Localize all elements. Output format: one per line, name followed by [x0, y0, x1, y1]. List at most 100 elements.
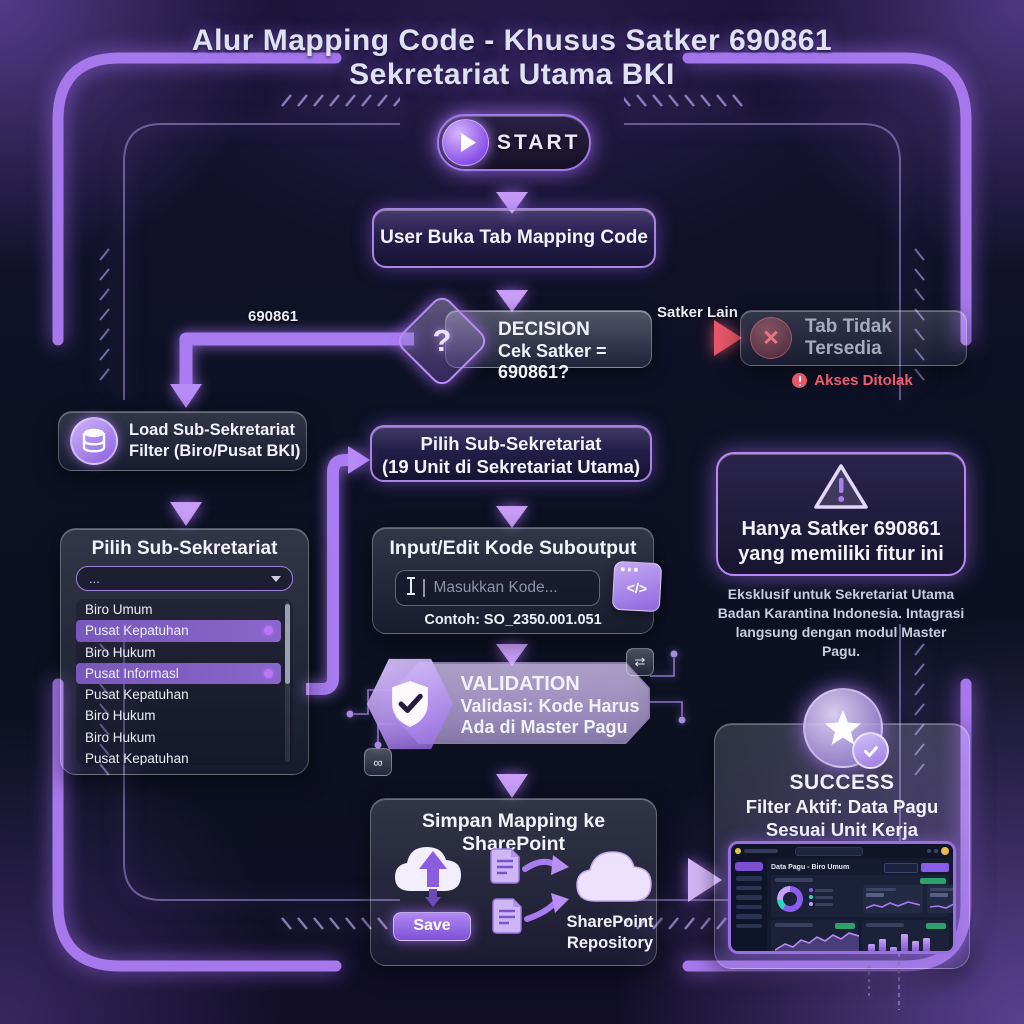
- exclusive-line2: yang memiliki fitur ini: [738, 543, 944, 565]
- shuffle-glyph: ⇄: [634, 654, 646, 669]
- choose-unit-line1: Pilih Sub-Sekretariat: [420, 433, 602, 454]
- question-mark-icon: ?: [432, 323, 452, 358]
- load-filter-line1: Load Sub-Sekretariat: [129, 421, 295, 439]
- mini-bar: [868, 944, 875, 951]
- code-icon-badge: </>: [611, 560, 663, 613]
- option-pusat-kepatuhan-2[interactable]: Pusat Kepatuhan: [85, 687, 189, 703]
- access-denied-label: Akses Ditolak: [814, 372, 913, 389]
- repo-line1: SharePoint: [566, 913, 654, 931]
- repo-line2: Repository: [566, 934, 654, 952]
- success-line1: Filter Aktif: Data Pagu: [745, 796, 939, 817]
- code-example: Contoh: SO_2350.001.051: [424, 612, 602, 628]
- infinity-glyph: ∞: [373, 754, 383, 770]
- node-tab-unavailable: ✕ Tab Tidak Tersedia: [740, 310, 967, 366]
- save-button-label: Save: [413, 917, 451, 934]
- save-heading: Simpan Mapping ke SharePoint: [421, 810, 606, 855]
- avatar: [941, 847, 949, 855]
- node-decision: DECISION Cek Satker = 690861?: [445, 310, 652, 382]
- connector-branch-satker-lain: [656, 320, 742, 356]
- success-line2: Sesuai Unit Kerja: [765, 819, 919, 840]
- mini-donut-legend: [809, 888, 833, 909]
- mini-bar-chart: [868, 932, 945, 951]
- connector-start-to-open-tab: [496, 170, 528, 214]
- play-icon: [442, 119, 489, 166]
- sharepoint-cloud-icon: [576, 851, 652, 902]
- node-load-filter: Load Sub-Sekretariat Filter (Biro/Pusat …: [58, 411, 307, 471]
- star-badge: [803, 688, 889, 769]
- access-denied-status: Akses Ditolak: [740, 372, 965, 389]
- code-input-field[interactable]: [395, 570, 600, 606]
- mini-dashboard-title: Data Pagu - Biro Umum: [771, 864, 850, 871]
- option-biro-hukum[interactable]: Biro Hukum: [85, 644, 156, 660]
- node-choose-unit: Pilih Sub-Sekretariat (19 Unit di Sekret…: [370, 425, 652, 482]
- mini-dashboard-sidebar: [731, 858, 767, 951]
- tab-unavailable-label: Tab Tidak Tersedia: [805, 316, 892, 359]
- mini-filter-button: [884, 862, 918, 873]
- success-card: SUCCESS Filter Aktif: Data Pagu Sesuai U…: [714, 688, 970, 969]
- input-code-heading: Input/Edit Kode Suboutput: [389, 537, 637, 559]
- choose-unit-line2: (19 Unit di Sekretariat Utama): [381, 456, 641, 477]
- decision-question: Cek Satker = 690861?: [498, 341, 607, 382]
- mini-stat-card-2: [927, 885, 953, 913]
- connector-input-to-validation: [496, 634, 528, 666]
- mini-bar: [901, 933, 908, 951]
- mini-stat-card-1: [863, 885, 923, 913]
- option-pusat-informasi[interactable]: Pusat Informasl: [76, 662, 281, 685]
- mini-dashboard-main: Data Pagu - Biro Umum: [767, 858, 953, 951]
- page-title-line2: Sekretariat Utama BKI: [349, 58, 675, 91]
- close-x-icon: ✕: [750, 317, 792, 359]
- node-open-tab: User Buka Tab Mapping Code: [372, 208, 656, 268]
- exclusive-feature-card: Hanya Satker 690861 yang memiliki fitur …: [716, 452, 966, 576]
- exclusive-description: Eksklusif untuk Sekretariat Utama Badan …: [717, 586, 965, 659]
- mini-dashboard-topbar: [731, 844, 953, 858]
- decision-heading: DECISION: [498, 319, 590, 340]
- connector-choose-to-input: [496, 484, 528, 528]
- connector-validation-to-save: [496, 746, 528, 798]
- bell-icon-dot: [927, 849, 931, 853]
- file-transfer-icons: [490, 848, 569, 934]
- mini-area-chart-card: [771, 920, 859, 951]
- sidebar-active-item: [735, 862, 763, 871]
- load-filter-label: Load Sub-Sekretariat Filter (Biro/Pusat …: [129, 420, 300, 462]
- connector-branch-690861: [170, 332, 414, 408]
- success-heading: SUCCESS: [789, 771, 895, 794]
- mini-search-input: [795, 846, 863, 856]
- mini-primary-button: [921, 863, 949, 872]
- document-icon-2: [492, 898, 522, 934]
- option-pusat-kepatuhan[interactable]: Pusat Kepatuhan: [76, 620, 281, 642]
- mini-summary-panel: [771, 875, 953, 917]
- connector-open-tab-to-decision: [496, 266, 528, 312]
- sub-picker-option-list: Biro Umum Pusat Kepatuhan Biro Hukum Pus…: [76, 599, 293, 765]
- sharepoint-repo-label: SharePoint Repository: [556, 912, 664, 954]
- node-open-tab-label: User Buka Tab Mapping Code: [380, 227, 648, 248]
- sub-picker-panel: Pilih Sub-Sekretariat ... Biro Umum Pusa…: [60, 528, 309, 775]
- database-icon: [70, 417, 118, 465]
- page-title: Alur Mapping Code - Khusus Satker 690861…: [0, 24, 1024, 92]
- node-input-code: Input/Edit Kode Suboutput </> Contoh: SO…: [372, 527, 663, 634]
- code-input[interactable]: [431, 578, 576, 598]
- option-biro-hukum-3[interactable]: Biro Hukum: [85, 729, 156, 745]
- sub-picker-select[interactable]: ...: [76, 566, 293, 591]
- scrollbar-thumb[interactable]: [285, 604, 290, 684]
- mini-bar: [923, 937, 930, 951]
- option-biro-umum[interactable]: Biro Umum: [85, 602, 153, 617]
- warning-triangle-icon: [814, 464, 868, 509]
- check-circle-icon: [852, 732, 889, 769]
- connector-load-to-picker: [170, 470, 202, 526]
- validation-heading: VALIDATION: [460, 672, 580, 695]
- start-button[interactable]: START: [437, 114, 591, 171]
- chevron-down-icon: [271, 576, 281, 582]
- mini-donut-chart: [777, 886, 803, 912]
- load-filter-line2: Filter (Biro/Pusat BKI): [129, 442, 301, 460]
- alert-circle-icon: [792, 373, 808, 388]
- window-dots-icon: [620, 567, 638, 572]
- validation-line1: Validasi: Kode Harus: [460, 695, 640, 716]
- code-icon: </>: [626, 579, 648, 597]
- mini-dashboard-screenshot: Data Pagu - Biro Umum: [728, 841, 956, 954]
- save-button[interactable]: Save: [393, 912, 471, 941]
- mini-bar: [912, 941, 919, 951]
- option-pusat-kepatuhan-3[interactable]: Pusat Kepatuhan: [85, 751, 189, 765]
- branch-label-690861: 690861: [248, 308, 299, 325]
- option-biro-hukum-2[interactable]: Biro Hukum: [85, 708, 156, 724]
